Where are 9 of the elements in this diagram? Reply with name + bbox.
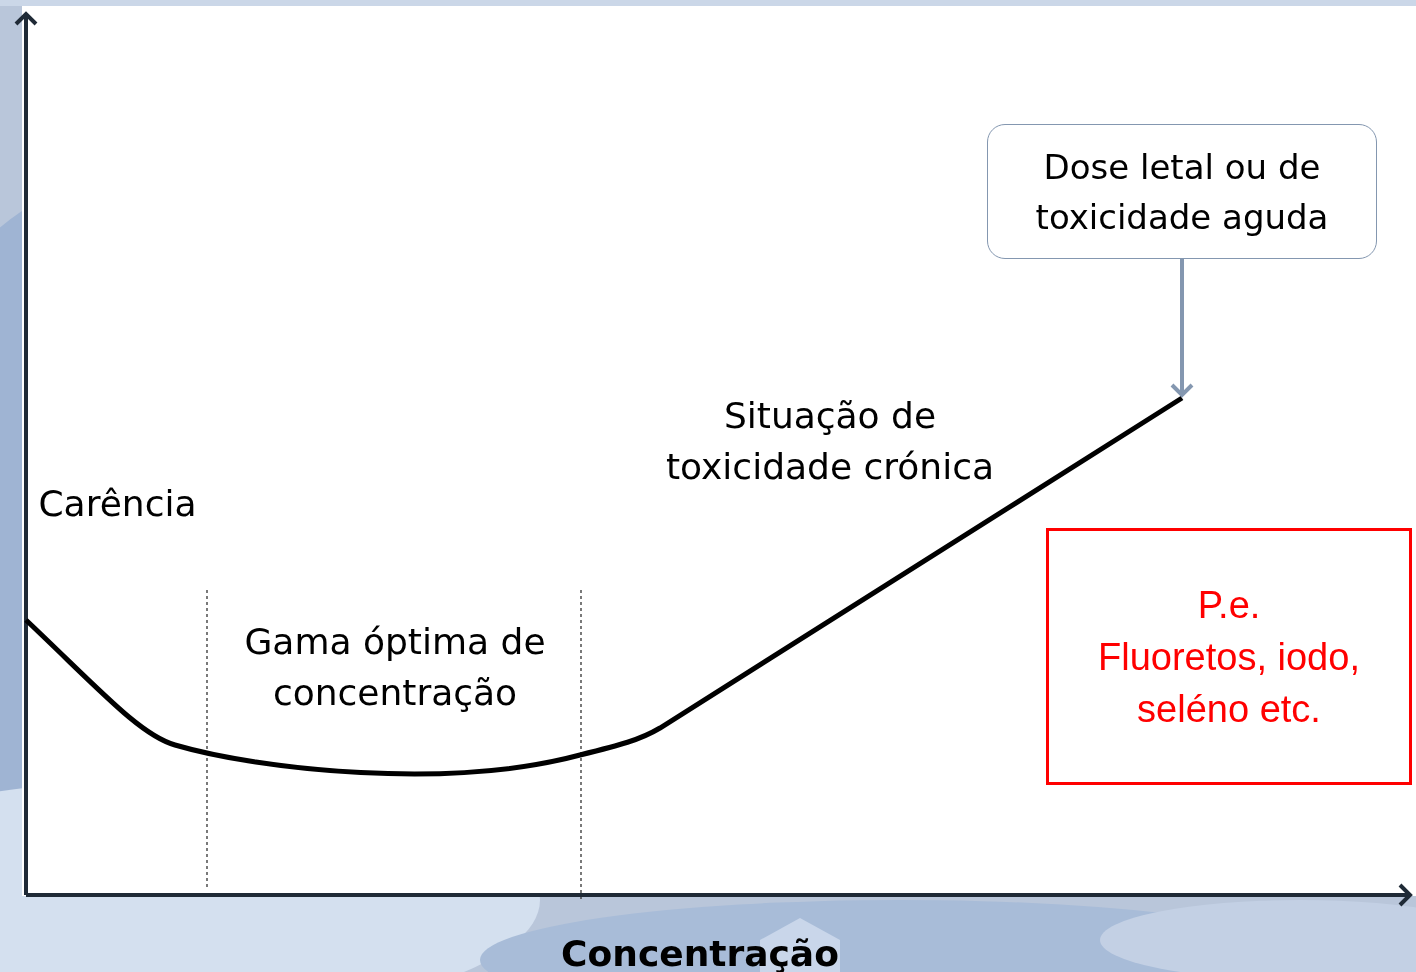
box-text: Dose letal ou de toxicidade aguda xyxy=(1034,145,1330,239)
region-label: Situação de toxicidade crónica xyxy=(665,394,995,489)
arrow xyxy=(1170,259,1194,397)
region-label: Carência xyxy=(37,482,198,526)
callout-box xyxy=(987,124,1377,259)
box-text: Fluoretos, iodo, seléno etc. xyxy=(1097,634,1361,732)
box-text: P.e. xyxy=(1197,582,1261,628)
example-box xyxy=(1046,528,1412,785)
region-label: Gama óptima de concentração xyxy=(243,620,547,715)
